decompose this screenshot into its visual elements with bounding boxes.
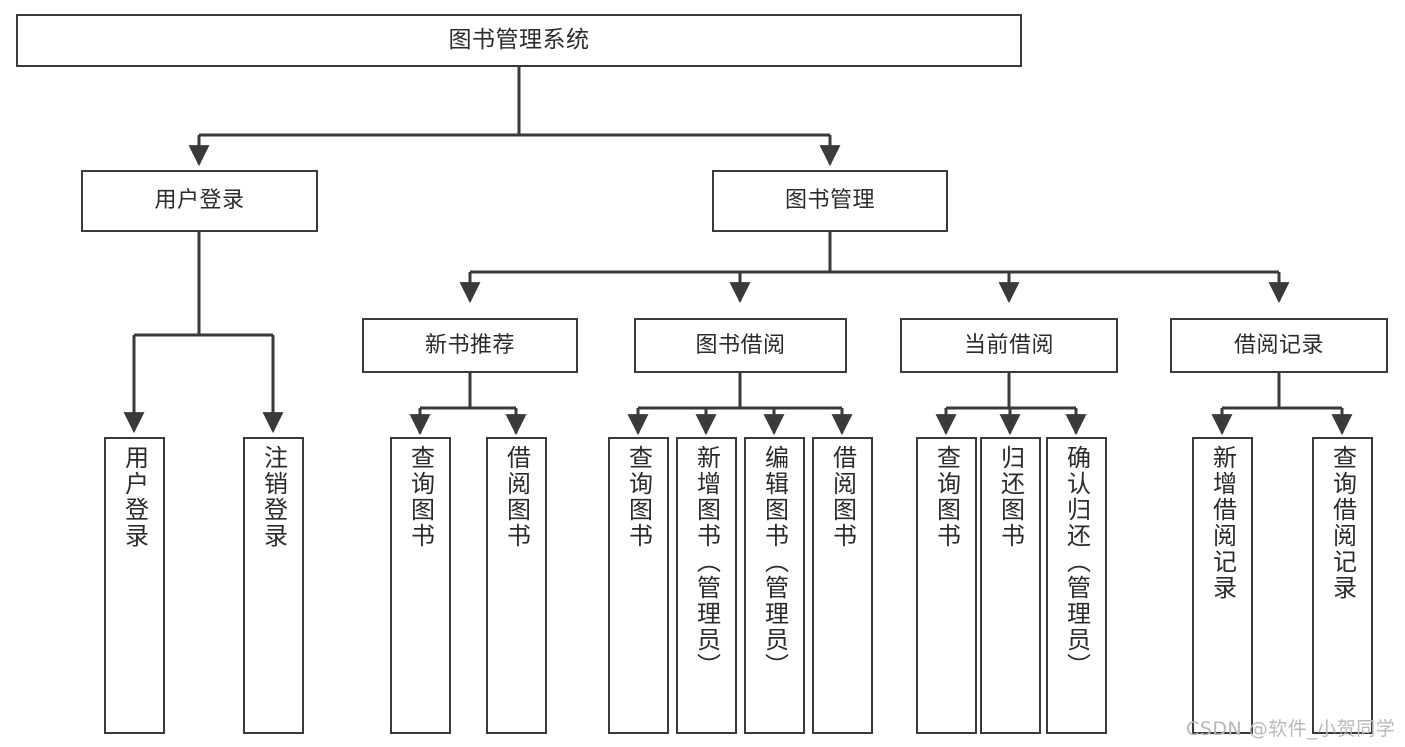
node-label: 图书借阅 — [695, 332, 786, 358]
node-label: 用户登录 — [154, 188, 245, 214]
leaf-borrow-book[interactable]: 借阅图书 — [812, 437, 873, 734]
node-label: 借阅记录 — [1233, 332, 1324, 358]
node-label: 注销登录 — [259, 445, 288, 549]
leaf-return-book[interactable]: 归还图书 — [980, 437, 1041, 734]
leaf-confirm-return-admin[interactable]: 确认归还（管理员） — [1046, 437, 1107, 734]
leaf-query-book-current[interactable]: 查询图书 — [916, 437, 977, 734]
node-label: 图书管理系统 — [448, 26, 590, 53]
leaf-add-book-admin[interactable]: 新增图书（管理员） — [676, 437, 737, 734]
node-user-login[interactable]: 用户登录 — [81, 170, 318, 232]
node-label: 查询图书 — [932, 445, 961, 549]
leaf-add-borrow-record[interactable]: 新增借阅记录 — [1192, 437, 1253, 734]
node-label: 借阅图书 — [502, 445, 531, 549]
node-label: 归还图书 — [996, 445, 1025, 549]
leaf-borrow-book-recommend[interactable]: 借阅图书 — [486, 437, 547, 734]
node-label: 新增图书（管理员） — [692, 445, 721, 679]
node-borrow-record[interactable]: 借阅记录 — [1170, 318, 1388, 373]
node-label: 确认归还（管理员） — [1062, 445, 1091, 679]
node-label: 查询借阅记录 — [1328, 445, 1357, 601]
watermark: CSDN @软件_小贺同学 — [1186, 718, 1396, 740]
node-label: 新增借阅记录 — [1208, 445, 1237, 601]
node-book-borrow[interactable]: 图书借阅 — [634, 318, 847, 373]
node-current-borrow[interactable]: 当前借阅 — [900, 318, 1118, 373]
node-book-management[interactable]: 图书管理 — [712, 170, 948, 232]
leaf-user-login[interactable]: 用户登录 — [104, 437, 165, 734]
node-label: 编辑图书（管理员） — [760, 445, 789, 679]
leaf-query-book-borrow[interactable]: 查询图书 — [608, 437, 669, 734]
node-label: 新书推荐 — [424, 332, 515, 358]
leaf-query-book-recommend[interactable]: 查询图书 — [390, 437, 451, 734]
node-label: 借阅图书 — [828, 445, 857, 549]
node-label: 用户登录 — [120, 445, 149, 549]
node-label: 图书管理 — [784, 188, 875, 214]
node-root-system[interactable]: 图书管理系统 — [16, 14, 1022, 67]
node-label: 当前借阅 — [963, 332, 1054, 358]
leaf-query-borrow-record[interactable]: 查询借阅记录 — [1312, 437, 1373, 734]
node-label: 查询图书 — [406, 445, 435, 549]
node-new-book-recommend[interactable]: 新书推荐 — [362, 318, 578, 373]
leaf-logout[interactable]: 注销登录 — [243, 437, 304, 734]
node-label: 查询图书 — [624, 445, 653, 549]
leaf-edit-book-admin[interactable]: 编辑图书（管理员） — [744, 437, 805, 734]
